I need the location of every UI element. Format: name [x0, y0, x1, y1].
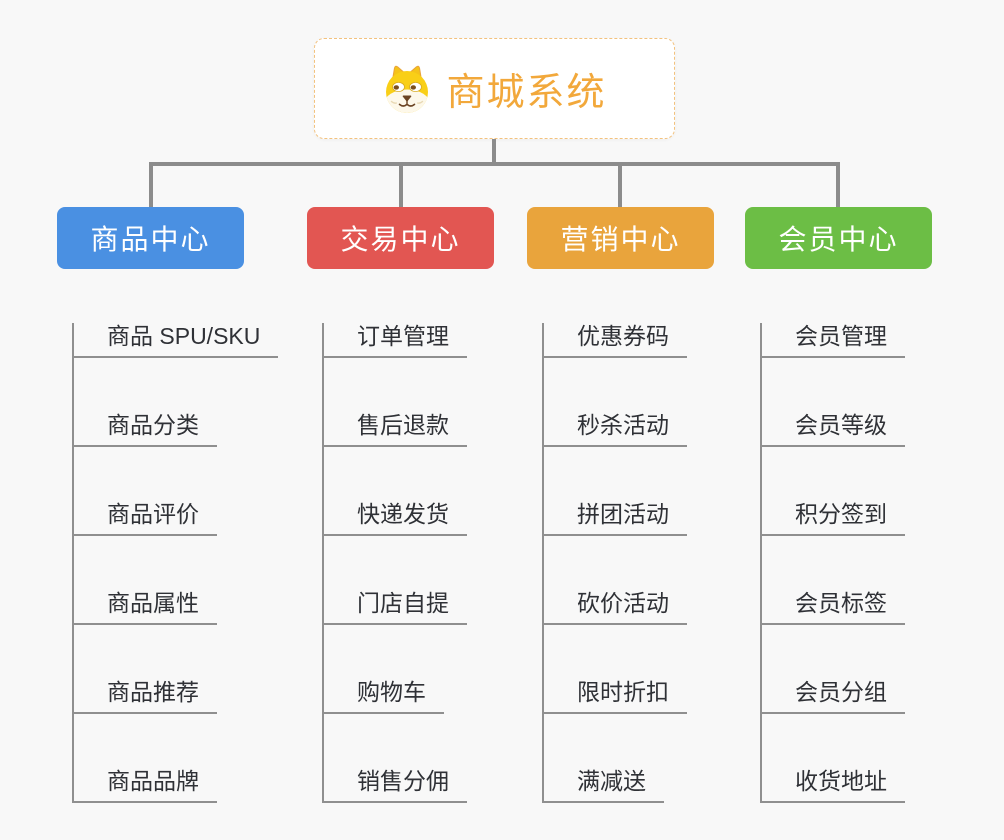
node-bargain-activity[interactable]: 砍价活动 [544, 590, 687, 625]
node-coupon-code[interactable]: 优惠券码 [544, 323, 687, 358]
branch-header-member[interactable]: 会员中心 [745, 207, 932, 269]
node-product-recommend[interactable]: 商品推荐 [74, 679, 217, 714]
branch-header-trade[interactable]: 交易中心 [307, 207, 494, 269]
node-flash-sale[interactable]: 秒杀活动 [544, 412, 687, 447]
dog-face-icon [386, 65, 429, 113]
root-node[interactable]: 商城系统 [314, 38, 675, 139]
connector-horizontal [149, 162, 840, 166]
branch-trade-center: 交易中心 订单管理 售后退款 快递发货 门店自提 购物车 销售分佣 [307, 207, 494, 803]
branch-children-member: 会员管理 会员等级 积分签到 会员标签 会员分组 收货地址 [760, 323, 905, 803]
connector-root-stub [492, 139, 496, 166]
node-points-checkin[interactable]: 积分签到 [762, 501, 905, 536]
node-product-review[interactable]: 商品评价 [74, 501, 217, 536]
branch-member-center: 会员中心 会员管理 会员等级 积分签到 会员标签 会员分组 收货地址 [745, 207, 932, 803]
node-product-spu-sku[interactable]: 商品 SPU/SKU [74, 323, 279, 358]
connector-drop-product [149, 162, 153, 208]
node-limited-time-discount[interactable]: 限时折扣 [544, 679, 687, 714]
node-member-management[interactable]: 会员管理 [762, 323, 905, 358]
connector-drop-trade [399, 162, 403, 208]
node-order-management[interactable]: 订单管理 [324, 323, 467, 358]
node-full-reduction[interactable]: 满减送 [544, 768, 664, 803]
node-group-buy[interactable]: 拼团活动 [544, 501, 687, 536]
connector-drop-marketing [618, 162, 622, 208]
node-member-group[interactable]: 会员分组 [762, 679, 905, 714]
root-title: 商城系统 [446, 72, 607, 114]
node-member-level[interactable]: 会员等级 [762, 412, 905, 447]
node-express-shipping[interactable]: 快递发货 [324, 501, 467, 536]
node-sales-commission[interactable]: 销售分佣 [324, 768, 467, 803]
node-product-attribute[interactable]: 商品属性 [74, 590, 217, 625]
branch-children-trade: 订单管理 售后退款 快递发货 门店自提 购物车 销售分佣 [322, 323, 467, 803]
branch-header-product[interactable]: 商品中心 [57, 207, 244, 269]
node-shopping-cart[interactable]: 购物车 [324, 679, 444, 714]
branch-children-marketing: 优惠券码 秒杀活动 拼团活动 砍价活动 限时折扣 满减送 [542, 323, 687, 803]
node-member-tag[interactable]: 会员标签 [762, 590, 905, 625]
node-product-category[interactable]: 商品分类 [74, 412, 217, 447]
node-product-brand[interactable]: 商品品牌 [74, 768, 217, 803]
branch-marketing-center: 营销中心 优惠券码 秒杀活动 拼团活动 砍价活动 限时折扣 满减送 [527, 207, 714, 803]
node-store-pickup[interactable]: 门店自提 [324, 590, 467, 625]
node-shipping-address[interactable]: 收货地址 [762, 768, 905, 803]
branch-product-center: 商品中心 商品 SPU/SKU 商品分类 商品评价 商品属性 商品推荐 商品品牌 [57, 207, 279, 803]
branch-children-product: 商品 SPU/SKU 商品分类 商品评价 商品属性 商品推荐 商品品牌 [72, 323, 279, 803]
connector-drop-member [836, 162, 840, 208]
node-aftersale-refund[interactable]: 售后退款 [324, 412, 467, 447]
branch-header-marketing[interactable]: 营销中心 [527, 207, 714, 269]
